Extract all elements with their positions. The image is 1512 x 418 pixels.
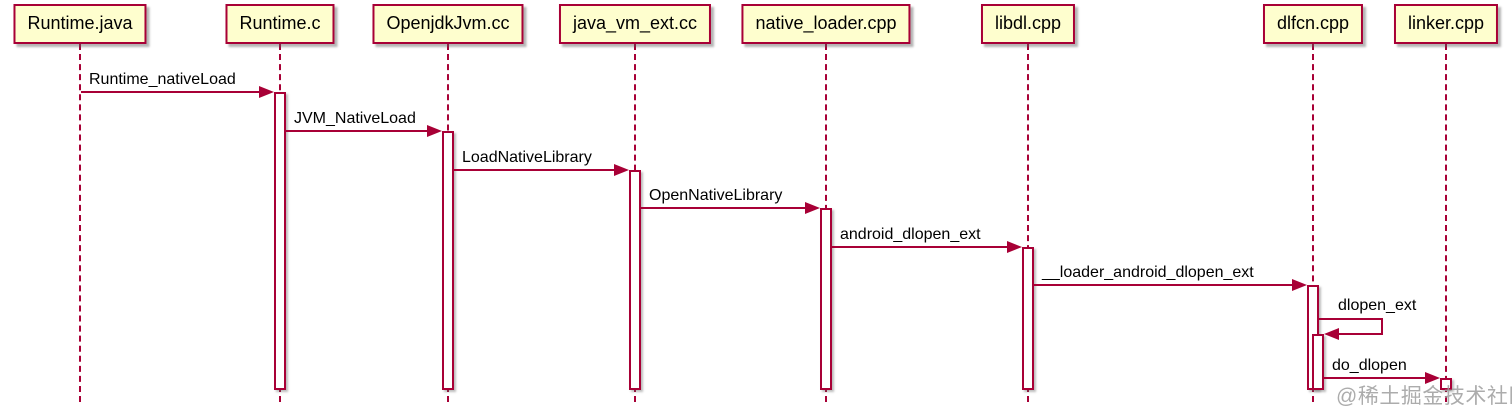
- participant-box-4: native_loader.cpp: [741, 4, 911, 44]
- self-message-line-bottom: [1337, 333, 1383, 335]
- message-arrowhead: [614, 164, 629, 176]
- participant-box-6: dlfcn.cpp: [1262, 4, 1364, 44]
- lifeline-6: [1312, 44, 1314, 402]
- lifeline-0: [79, 44, 81, 402]
- message-label: __loader_android_dlopen_ext: [1042, 264, 1254, 281]
- message-arrowhead: [259, 86, 274, 98]
- activation-bar-2: [629, 170, 641, 390]
- lifeline-5: [1027, 44, 1029, 402]
- participant-box-3: java_vm_ext.cc: [558, 4, 712, 44]
- participant-box-7: linker.cpp: [1393, 4, 1499, 44]
- self-message-line-top: [1319, 318, 1383, 320]
- message-label: android_dlopen_ext: [840, 226, 981, 243]
- activation-bar-0: [274, 92, 286, 390]
- message-line: [641, 207, 816, 209]
- message-label: JVM_NativeLoad: [294, 110, 416, 127]
- activation-bar-7: [1440, 378, 1452, 390]
- message-arrowhead: [1292, 279, 1307, 291]
- message-label: OpenNativeLibrary: [649, 187, 783, 204]
- message-label: dlopen_ext: [1338, 297, 1417, 314]
- activation-bar-3: [820, 208, 832, 390]
- participant-box-1: Runtime.c: [225, 4, 335, 44]
- participant-box-0: Runtime.java: [13, 4, 147, 44]
- message-line: [454, 169, 625, 171]
- participant-box-5: libdl.cpp: [980, 4, 1076, 44]
- activation-bar-1: [442, 131, 454, 390]
- message-line: [286, 130, 438, 132]
- message-arrowhead: [427, 125, 442, 137]
- message-line: [1324, 377, 1436, 379]
- activation-bar-4: [1022, 247, 1034, 390]
- self-message-line-side: [1381, 318, 1383, 334]
- lifeline-7: [1445, 44, 1447, 402]
- message-arrowhead: [1425, 372, 1440, 384]
- message-label: Runtime_nativeLoad: [89, 71, 236, 88]
- participant-box-2: OpenjdkJvm.cc: [372, 4, 524, 44]
- message-label: LoadNativeLibrary: [462, 149, 592, 166]
- message-line: [81, 91, 270, 93]
- message-arrowhead: [805, 202, 820, 214]
- message-line: [1034, 284, 1303, 286]
- message-line: [832, 246, 1018, 248]
- watermark: @稀土掘金技术社区: [1336, 385, 1512, 408]
- activation-bar-6: [1312, 334, 1324, 390]
- message-label: do_dlopen: [1332, 357, 1407, 374]
- self-message-arrowhead: [1324, 328, 1339, 340]
- message-arrowhead: [1007, 241, 1022, 253]
